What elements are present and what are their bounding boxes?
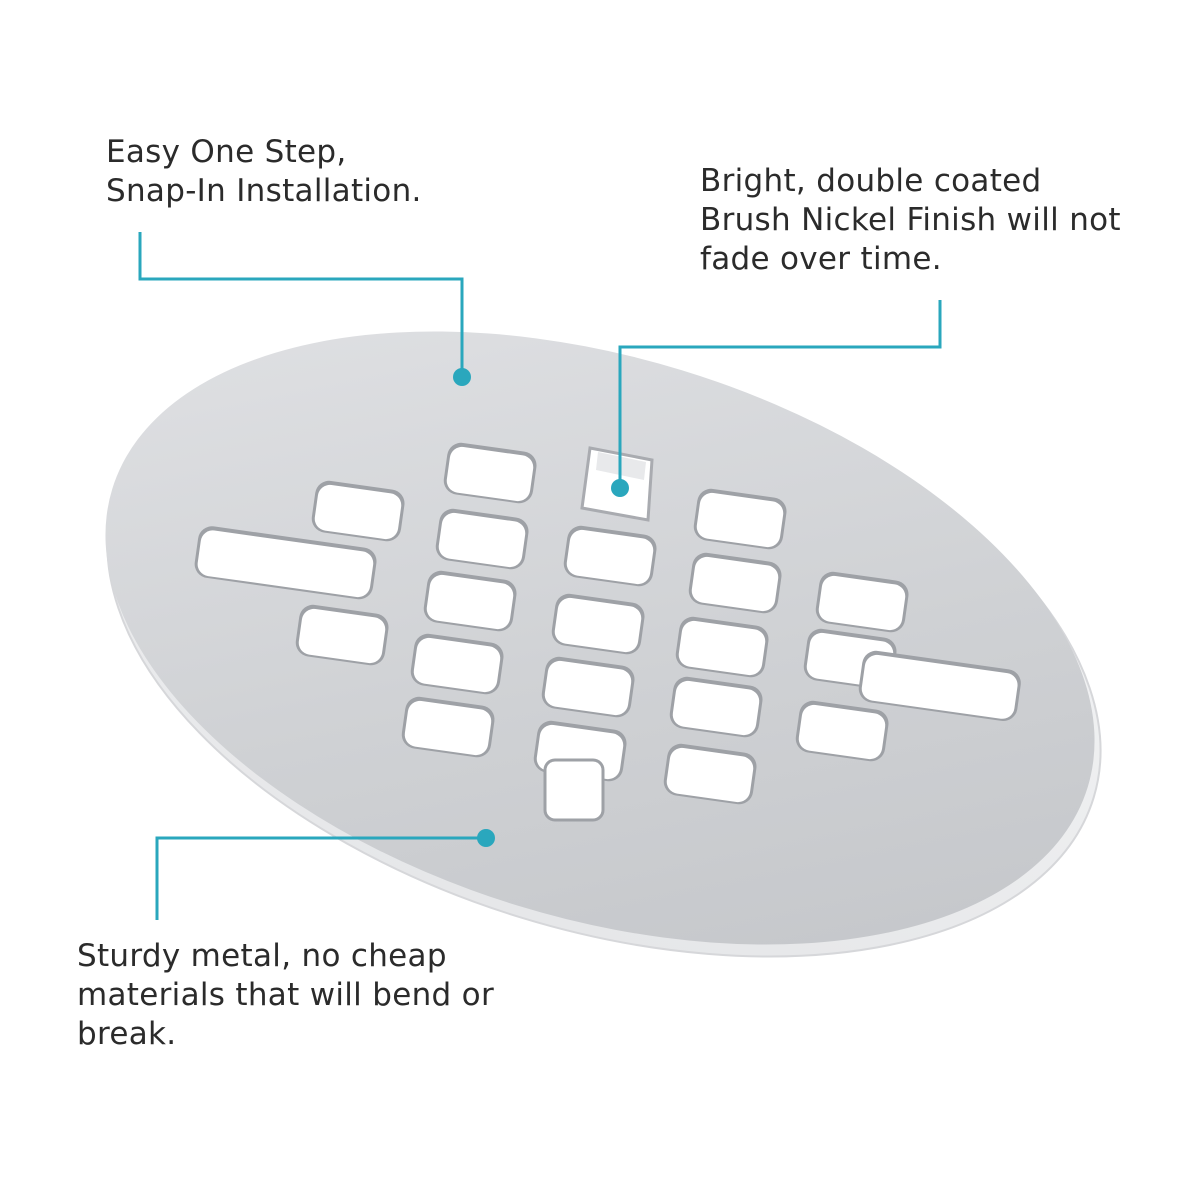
drain-slot <box>194 526 377 600</box>
drain-slot <box>410 633 504 695</box>
leader-dot-finish <box>611 479 629 497</box>
callout-finish-line-3: fade over time. <box>700 241 942 277</box>
callout-material-line-1: Sturdy metal, no cheap <box>77 938 447 974</box>
drain-slot <box>815 571 909 633</box>
callout-installation-line-2: Snap-In Installation. <box>106 173 422 209</box>
callout-finish-line-1: Bright, double coated <box>700 163 1042 199</box>
drain-slot <box>858 650 1021 721</box>
callout-material-line-3: break. <box>77 1016 177 1052</box>
leader-line-material <box>155 836 486 920</box>
drain-slot <box>663 743 757 805</box>
drain-slot <box>675 616 769 678</box>
drain-slot <box>295 604 389 666</box>
callout-material: Sturdy metal, no cheap materials that wi… <box>77 937 494 1054</box>
callout-material-line-2: materials that will bend or <box>77 977 494 1013</box>
drain-slot <box>423 570 517 632</box>
leader-line-finish <box>618 300 942 488</box>
leader-dots <box>453 368 629 847</box>
drain-slot <box>435 508 529 570</box>
callout-installation: Easy One Step, Snap-In Installation. <box>106 133 422 211</box>
leader-line-installation <box>138 232 464 377</box>
drain-slot <box>669 676 763 738</box>
leader-dot-material <box>477 829 495 847</box>
drain-slot <box>693 488 787 550</box>
drain-slot-tab <box>543 758 605 822</box>
drain-slot <box>541 656 635 718</box>
drain-slots <box>194 442 1021 822</box>
callout-finish: Bright, double coated Brush Nickel Finis… <box>700 162 1121 279</box>
drain-slot <box>443 442 537 504</box>
drain-slot <box>401 696 495 758</box>
leader-lines <box>138 232 942 920</box>
leader-dot-installation <box>453 368 471 386</box>
drain-slot <box>311 480 405 542</box>
drain-slot <box>688 552 782 614</box>
callout-installation-line-1: Easy One Step, <box>106 134 347 170</box>
drain-slot <box>795 700 889 762</box>
callout-finish-line-2: Brush Nickel Finish will not <box>700 202 1121 238</box>
drain-slot <box>551 593 645 655</box>
drain-slot <box>563 525 657 587</box>
